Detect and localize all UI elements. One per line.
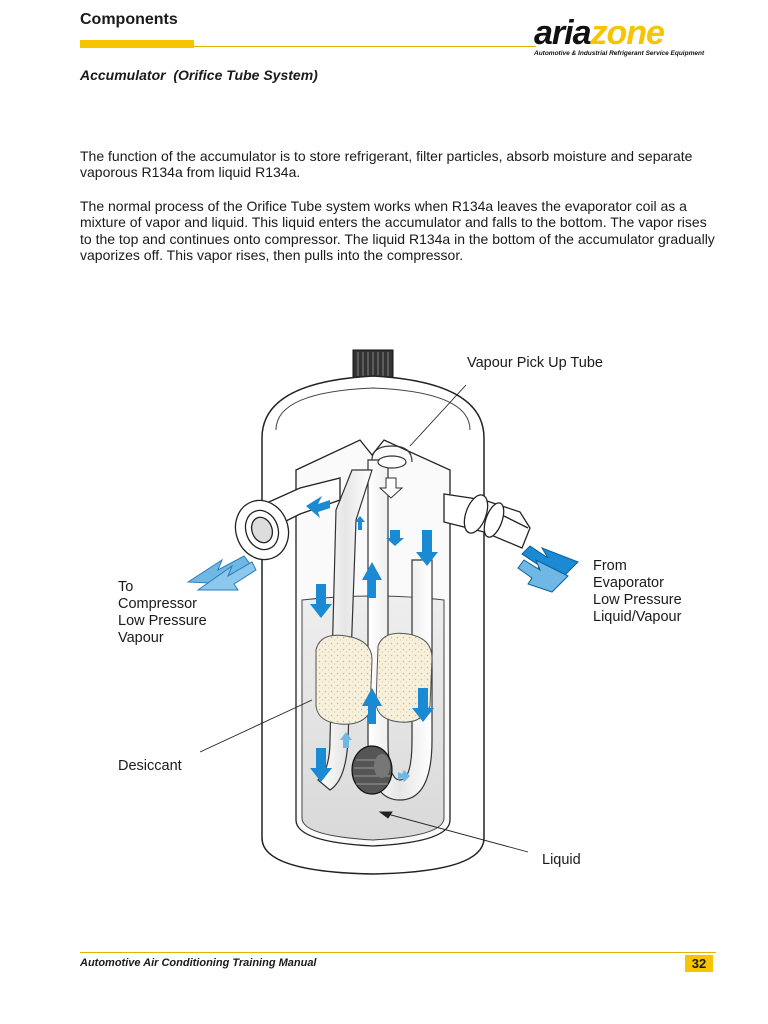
- logo-zone: zone: [590, 14, 665, 52]
- header-rule: [194, 46, 536, 47]
- label-to-line: Compressor: [118, 596, 197, 612]
- label-to-line: Low Pressure: [118, 613, 207, 629]
- paragraph-function: The function of the accumulator is to st…: [80, 148, 693, 181]
- top-cap: [352, 349, 394, 379]
- leader-lines: [199, 384, 529, 853]
- logo-tagline: Automotive & Industrial Refrigerant Serv…: [534, 50, 705, 57]
- label-from-line: Liquid/Vapour: [593, 609, 682, 625]
- flow-arrows: [186, 477, 579, 782]
- label-from-line: Low Pressure: [593, 592, 682, 608]
- label-from-evaporator: From Evaporator Low Pressure Liquid/Vapo…: [593, 558, 682, 626]
- page-subtitle: Accumulator (Orifice Tube System): [80, 67, 318, 83]
- label-liquid: Liquid: [542, 852, 581, 868]
- logo-aria: aria: [534, 14, 591, 52]
- footer-rule: [80, 952, 716, 953]
- label-to-compressor: To Compressor Low Pressure Vapour: [118, 579, 207, 647]
- ariazone-logo: ariazone Automotive & Industrial Refrige…: [534, 16, 716, 57]
- footer-title: Automotive Air Conditioning Training Man…: [80, 957, 317, 969]
- page-number: 32: [685, 955, 713, 972]
- label-to-line: To: [118, 579, 134, 595]
- label-from-line: From: [593, 558, 627, 574]
- section-title: Components: [80, 11, 178, 28]
- label-desiccant: Desiccant: [118, 758, 182, 774]
- inlet-fitting: [443, 493, 531, 549]
- label-to-line: Vapour: [118, 630, 164, 646]
- header-accent-bar: [80, 40, 194, 48]
- outlet-fitting: [234, 477, 341, 561]
- logo-wordmark: ariazone: [534, 16, 716, 50]
- filter-screen: [351, 745, 393, 795]
- label-vapour-pickup-tube: Vapour Pick Up Tube: [467, 355, 603, 371]
- label-from-line: Evaporator: [593, 575, 664, 591]
- paragraph-process: The normal process of the Orifice Tube s…: [80, 198, 715, 264]
